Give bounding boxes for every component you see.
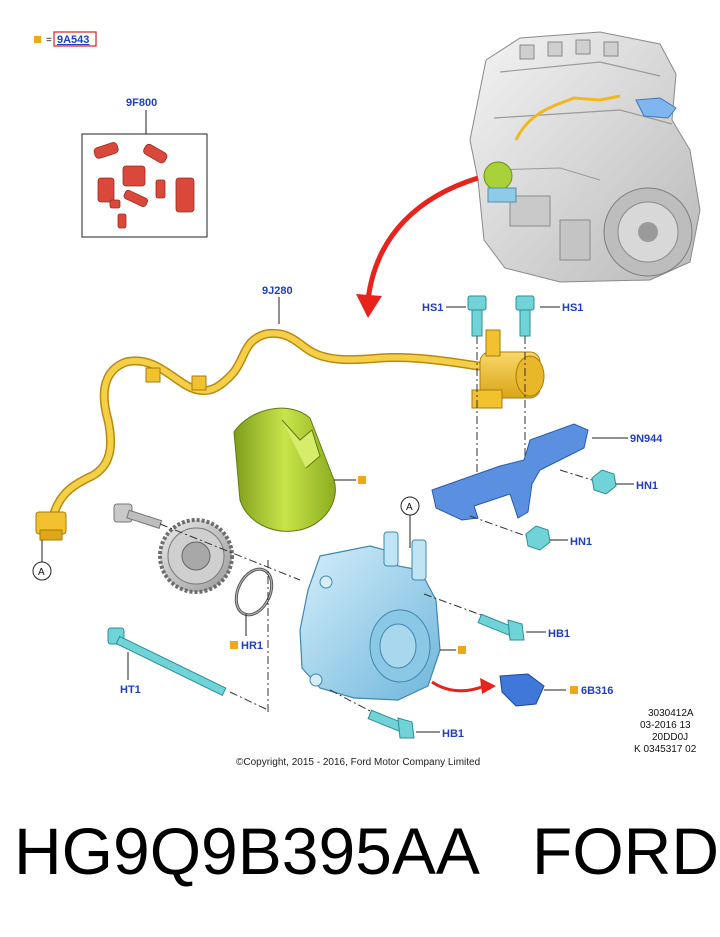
legend: = 9A543 — [34, 31, 97, 47]
label-hs1-left[interactable]: HS1 — [422, 302, 443, 314]
label-9n944[interactable]: 9N944 — [630, 433, 663, 445]
drive-gear-illustration — [113, 503, 301, 594]
screw-hs1-left: HS1 — [422, 295, 487, 480]
footer-brand: FORD — [532, 814, 719, 888]
cap-callout: 6B316 — [431, 673, 613, 707]
label-hs1-right[interactable]: HS1 — [562, 302, 583, 314]
orange-marker-icon — [358, 476, 366, 484]
locator-arrow-icon — [356, 175, 479, 318]
orange-marker-icon — [230, 641, 238, 649]
ref-a-left: A — [32, 540, 52, 581]
screw-hs1-right: HS1 — [515, 295, 583, 480]
check-valve-illustration — [471, 329, 545, 409]
heat-shield-illustration — [233, 407, 366, 532]
label-hb1-upper[interactable]: HB1 — [548, 628, 570, 640]
bracket-illustration — [431, 423, 589, 521]
ref-a-right: A — [400, 496, 420, 548]
legend-key[interactable]: 9A543 — [57, 34, 89, 46]
reference-line-4: K 0345317 02 — [634, 744, 697, 755]
bracket-callout: 9N944 — [431, 423, 663, 521]
label-hr1[interactable]: HR1 — [241, 640, 263, 652]
label-9j280[interactable]: 9J280 — [262, 285, 293, 297]
vacuum-tube-callout: 9J280 — [35, 285, 483, 541]
reference-line-1: 3030412A — [648, 708, 694, 719]
oring-callout: HR1 — [230, 567, 274, 652]
bolt-hb1-lower: HB1 — [329, 689, 464, 740]
label-a-left: A — [38, 567, 45, 578]
orange-marker-icon — [34, 36, 41, 43]
label-6b316[interactable]: 6B316 — [581, 685, 613, 697]
reference-block: 3030412A 03-2016 13 20DD0J K 0345317 02 — [634, 708, 697, 755]
nut-hn1-upper: HN1 — [559, 469, 658, 495]
cap-illustration — [499, 673, 545, 707]
parts-diagram: = 9A543 9F800 — [32, 31, 701, 768]
legend-equals: = — [46, 35, 52, 46]
reference-line-2: 03-2016 13 — [640, 720, 691, 731]
orange-marker-icon — [458, 646, 466, 654]
footer-part-number: HG9Q9B395AA — [14, 814, 480, 888]
copyright-text: ©Copyright, 2015 - 2016, Ford Motor Comp… — [236, 757, 480, 768]
label-9f800[interactable]: 9F800 — [126, 97, 157, 109]
label-ht1[interactable]: HT1 — [120, 684, 141, 696]
stud-ht1: HT1 — [107, 560, 269, 712]
seal-kit-callout: 9F800 — [81, 97, 208, 238]
reference-line-3: 20DD0J — [652, 732, 688, 743]
seal-kit-parts-icon — [93, 142, 195, 229]
vacuum-pump-illustration — [299, 531, 466, 701]
nut-hn1-lower: HN1 — [469, 515, 592, 551]
legend-key-box — [53, 31, 97, 47]
engine-block-illustration — [469, 31, 701, 283]
label-hn1-upper[interactable]: HN1 — [636, 480, 658, 492]
label-hb1-lower[interactable]: HB1 — [442, 728, 464, 740]
bolt-hb1-upper: HB1 — [423, 593, 570, 641]
label-a-right: A — [406, 502, 413, 513]
orange-marker-icon — [570, 686, 578, 694]
label-hn1-lower[interactable]: HN1 — [570, 536, 592, 548]
